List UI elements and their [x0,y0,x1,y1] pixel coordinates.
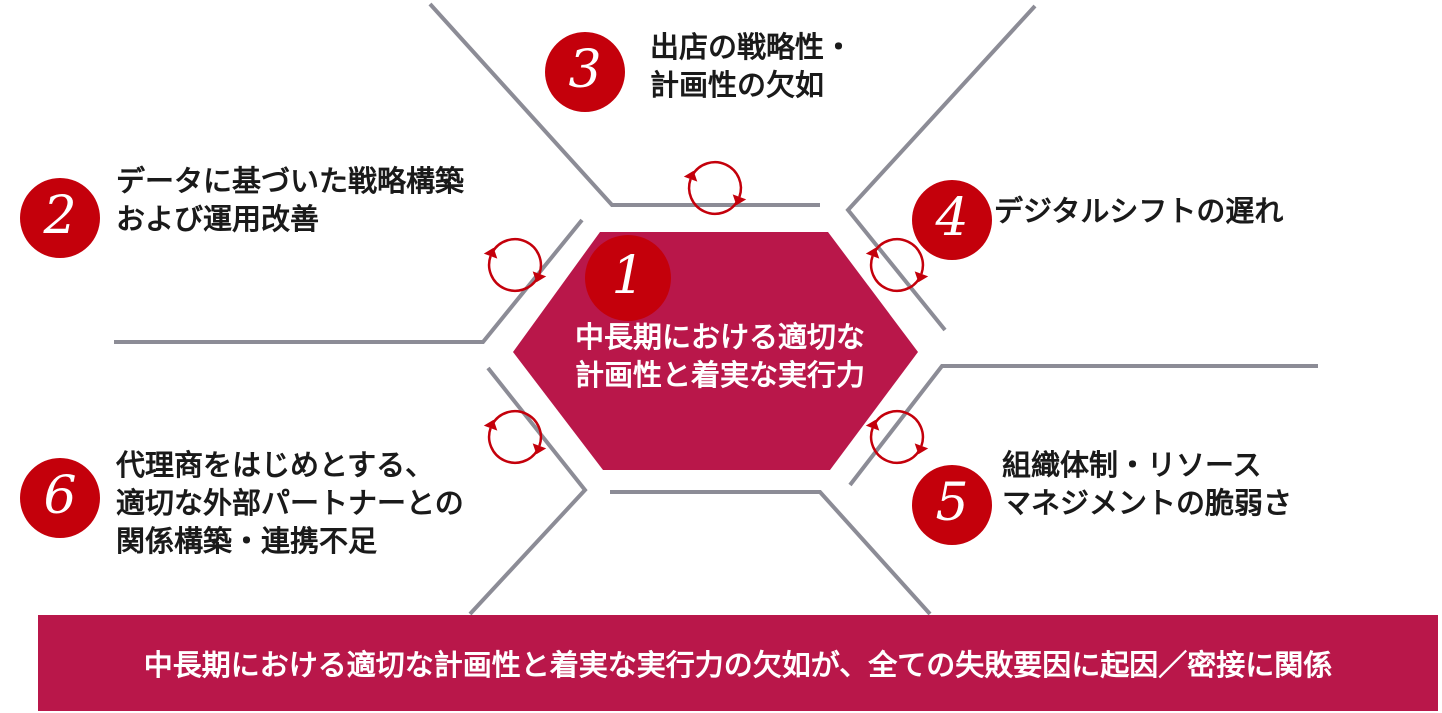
item-3-label-line-1: 出店の戦略性・ [650,30,854,64]
item-5-number-circle [912,465,992,545]
summary-banner-text: 中長期における適切な計画性と着実な実行力の欠如が、全ての失敗要因に起因／密接に関… [143,648,1333,682]
cycle-arrow-3-arc-1 [873,237,925,275]
item-5-label-line-2: マネジメントの脆弱さ [1002,486,1293,520]
item-3-label: 出店の戦略性・ 計画性の欠如 [650,28,853,104]
cycle-arrow-2-arc-2 [487,255,539,293]
cycle-arrow-1-arc-2 [687,178,739,216]
frame-line-bottom-left [468,366,588,616]
cycle-arrows [483,160,929,465]
frame-line-right [848,364,1318,487]
item-5-number: 5 [935,473,969,533]
item-6-label: 代理商をはじめとする、 適切な外部パートナーとの 関係構築・連携不足 [116,446,464,560]
item-4-number-circle [912,180,992,260]
cycle-arrow-5-head-2 [865,419,880,431]
center-number: 1 [611,246,645,306]
item-6-number-circle [20,458,100,538]
cycle-arrow-3-head-2 [865,247,880,259]
frame-line-top-right [845,4,1037,332]
item-4-label: デジタルシフトの遅れ [994,192,1283,230]
cycle-arrow-1-head-2 [683,170,698,182]
item-3-label-line-2: 計画性の欠如 [650,68,825,102]
center-label-line-1: 中長期における適切な [574,320,865,354]
summary-banner: 中長期における適切な計画性と着実な実行力の欠如が、全ての失敗要因に起因／密接に関… [38,615,1438,711]
item-2-number: 2 [43,186,77,246]
cycle-arrow-2-head-2 [483,247,498,259]
cycle-arrow-3-arc-2 [869,255,921,293]
item-6-label-line-3: 関係構築・連携不足 [116,524,378,558]
item-3-number: 3 [568,40,602,100]
item-5-label-line-1: 組織体制・リソース [1002,448,1262,482]
item-2-label-line-1: データに基づいた戦略構築 [116,164,465,198]
frame-line-bottom-right [610,490,932,616]
item-4-label-line-1: デジタルシフトの遅れ [994,194,1284,228]
center-label: 中長期における適切な 計画性と着実な実行力 [520,318,920,394]
item-6-number: 6 [43,466,77,526]
item-6-label-line-1: 代理商をはじめとする、 [116,448,435,482]
cycle-arrow-2-arc-1 [491,237,543,275]
item-2-label: データに基づいた戦略構築 および運用改善 [116,162,464,238]
frame-line-top-left [428,2,820,207]
item-2-number-circle [20,178,100,258]
cycle-arrow-5-arc-2 [869,427,921,465]
item-6-label-line-2: 適切な外部パートナーとの [116,486,464,520]
frame-lines [114,2,1318,616]
frame-line-left [114,218,584,344]
item-5-label: 組織体制・リソース マネジメントの脆弱さ [1002,446,1292,522]
cycle-arrow-5-arc-1 [873,409,925,447]
cycle-arrow-1-arc-1 [691,160,743,198]
item-3-number-circle [545,32,625,112]
item-4-number: 4 [935,188,969,248]
center-number-circle [585,235,671,321]
cycle-arrow-4-arc-2 [487,427,539,465]
cycle-arrow-4-head-2 [483,419,498,431]
center-label-line-2: 計画性と着実な実行力 [574,358,865,392]
cycle-arrow-4-arc-1 [491,409,543,447]
item-2-label-line-2: および運用改善 [116,202,320,236]
